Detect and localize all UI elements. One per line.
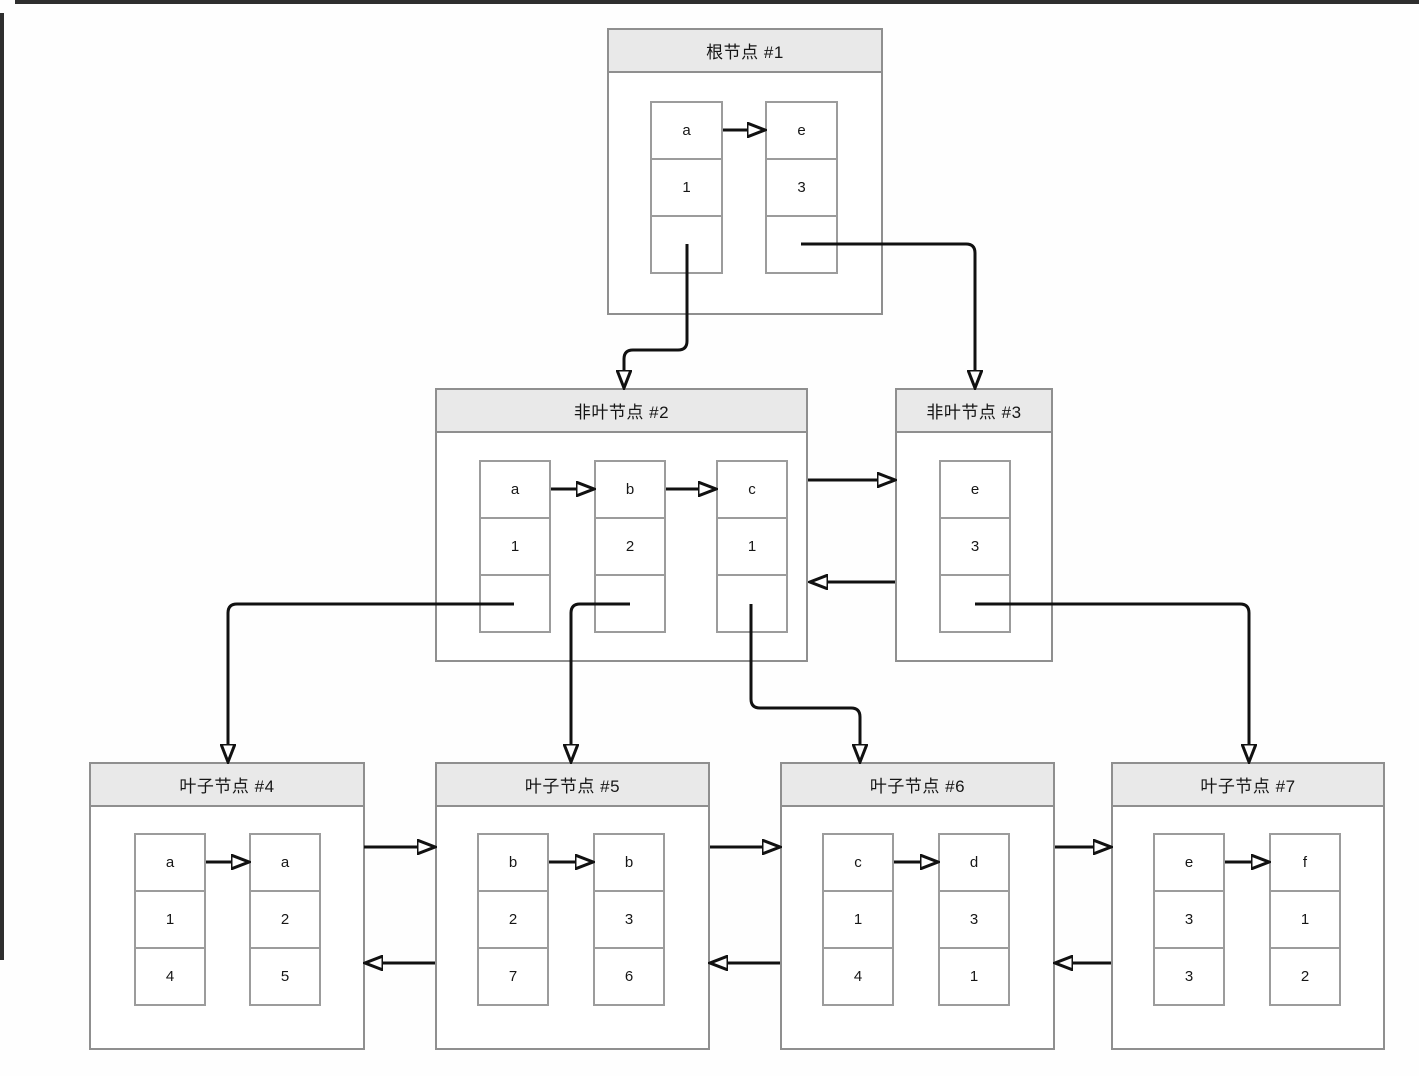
internal2-entry-b-key: b — [596, 462, 664, 519]
root-entry-a: a 1 — [650, 101, 723, 274]
leaf4-entry-1-pointer: 4 — [165, 968, 175, 985]
leaf4-entry-2: a 2 5 — [249, 833, 321, 1006]
leaf4-entry-2-value: 2 — [251, 892, 319, 949]
internal2-entry-c: c 1 — [716, 460, 788, 633]
leaf5-entry-2: b 3 6 — [593, 833, 665, 1006]
internal2-entry-b-pointer — [596, 576, 664, 631]
internal3-entry-e-value: 3 — [941, 519, 1009, 576]
leaf7-entry-1: e 3 3 — [1153, 833, 1225, 1006]
internal2-entry-b-value: 2 — [596, 519, 664, 576]
leaf4-entry-2-key: a — [251, 835, 319, 892]
leaf6-entry-2-key: d — [940, 835, 1008, 892]
root-entry-e: e 3 — [765, 101, 838, 274]
node-root-title: 根节点 #1 — [609, 30, 881, 73]
node-internal3: 非叶节点 #3 e 3 — [895, 388, 1053, 662]
window-edge-top — [15, 0, 1419, 4]
leaf6-entry-2: d 3 1 — [938, 833, 1010, 1006]
node-internal3-title: 非叶节点 #3 — [897, 390, 1051, 433]
leaf5-entry-2-value: 3 — [595, 892, 663, 949]
internal2-entry-a-value: 1 — [481, 519, 549, 576]
node-internal2-title: 非叶节点 #2 — [437, 390, 806, 433]
leaf6-entry-1-value: 1 — [824, 892, 892, 949]
leaf6-entry-1-key: c — [824, 835, 892, 892]
internal2-entry-a: a 1 — [479, 460, 551, 633]
node-leaf7-title: 叶子节点 #7 — [1113, 764, 1383, 807]
internal2-entry-c-key: c — [718, 462, 786, 519]
node-leaf6-title: 叶子节点 #6 — [782, 764, 1053, 807]
node-leaf6: 叶子节点 #6 c 1 4 d 3 1 — [780, 762, 1055, 1050]
leaf5-entry-1-pointer: 7 — [508, 968, 518, 985]
root-entry-a-pointer — [652, 217, 721, 272]
leaf5-entry-1-key: b — [479, 835, 547, 892]
leaf4-entry-1-key: a — [136, 835, 204, 892]
leaf4-entry-1-value: 1 — [136, 892, 204, 949]
node-leaf4-title: 叶子节点 #4 — [91, 764, 363, 807]
leaf6-entry-2-value: 3 — [940, 892, 1008, 949]
leaf6-entry-2-pointer: 1 — [969, 968, 979, 985]
leaf7-entry-1-pointer: 3 — [1184, 968, 1194, 985]
leaf7-entry-2-pointer: 2 — [1300, 968, 1310, 985]
internal3-entry-e-key: e — [941, 462, 1009, 519]
node-internal2: 非叶节点 #2 a 1 b 2 c 1 — [435, 388, 808, 662]
leaf7-entry-2: f 1 2 — [1269, 833, 1341, 1006]
internal2-entry-c-value: 1 — [718, 519, 786, 576]
leaf5-entry-1: b 2 7 — [477, 833, 549, 1006]
root-entry-e-pointer — [767, 217, 836, 272]
internal2-entry-a-key: a — [481, 462, 549, 519]
node-leaf5: 叶子节点 #5 b 2 7 b 3 6 — [435, 762, 710, 1050]
leaf4-entry-1: a 1 4 — [134, 833, 206, 1006]
leaf6-entry-1: c 1 4 — [822, 833, 894, 1006]
root-entry-a-value: 1 — [652, 160, 721, 217]
leaf7-entry-1-key: e — [1155, 835, 1223, 892]
internal2-entry-b: b 2 — [594, 460, 666, 633]
internal3-entry-e: e 3 — [939, 460, 1011, 633]
node-leaf4: 叶子节点 #4 a 1 4 a 2 5 — [89, 762, 365, 1050]
internal3-entry-e-pointer — [941, 576, 1009, 631]
leaf5-entry-1-value: 2 — [479, 892, 547, 949]
leaf7-entry-2-value: 1 — [1271, 892, 1339, 949]
root-entry-e-key: e — [767, 103, 836, 160]
internal2-entry-c-pointer — [718, 576, 786, 631]
internal2-entry-a-pointer — [481, 576, 549, 631]
leaf6-entry-1-pointer: 4 — [853, 968, 863, 985]
leaf7-entry-2-key: f — [1271, 835, 1339, 892]
window-edge-left — [0, 13, 4, 960]
node-root: 根节点 #1 a 1 e 3 — [607, 28, 883, 315]
leaf7-entry-1-value: 3 — [1155, 892, 1223, 949]
node-leaf5-title: 叶子节点 #5 — [437, 764, 708, 807]
root-entry-e-value: 3 — [767, 160, 836, 217]
leaf5-entry-2-pointer: 6 — [624, 968, 634, 985]
root-entry-a-key: a — [652, 103, 721, 160]
node-leaf7: 叶子节点 #7 e 3 3 f 1 2 — [1111, 762, 1385, 1050]
leaf5-entry-2-key: b — [595, 835, 663, 892]
leaf4-entry-2-pointer: 5 — [280, 968, 290, 985]
